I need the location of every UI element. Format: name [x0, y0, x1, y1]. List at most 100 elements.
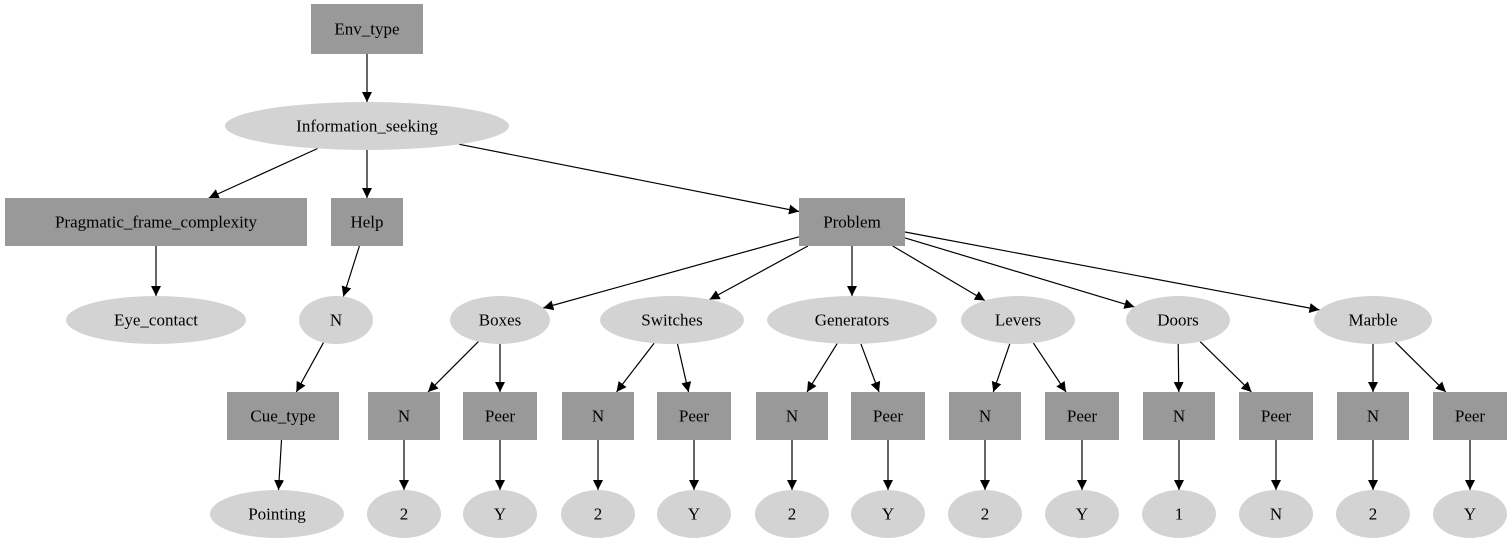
node-ellipse [450, 296, 550, 344]
node-ellipse [210, 490, 344, 538]
edge-switches-to-switches-n [616, 342, 655, 393]
node-label: Env_type [334, 20, 399, 39]
edge-cue-type-to-pointing [274, 439, 285, 491]
node-generators: Generators [767, 296, 937, 344]
node-ellipse [851, 490, 925, 538]
node-ellipse [225, 102, 509, 150]
node-ellipse [961, 296, 1075, 344]
node-label: N [1173, 407, 1185, 426]
node-ellipse [561, 490, 635, 538]
node-generators-n: N [756, 392, 828, 440]
node-box [949, 392, 1021, 440]
node-label: Peer [1261, 407, 1292, 426]
node-boxes-n: N [368, 392, 440, 440]
node-ellipse [755, 490, 829, 538]
node-levers-peer-val: Y [1045, 490, 1119, 538]
edge-generators-to-generators-peer [860, 343, 881, 393]
node-eye-contact: Eye_contact [66, 296, 246, 344]
edge-boxes-to-boxes-n [427, 341, 479, 393]
node-marble-n: N [1337, 392, 1409, 440]
node-help-n: N [299, 296, 373, 344]
node-boxes-n-val: 2 [367, 490, 441, 538]
node-help: Help [331, 198, 403, 246]
node-box [368, 392, 440, 440]
node-generators-n-val: 2 [755, 490, 829, 538]
node-label: Peer [1067, 407, 1098, 426]
edge-problem-to-switches [709, 245, 809, 301]
edge-generators-to-generators-n [806, 343, 838, 393]
edge-levers-to-levers-n [991, 343, 1011, 393]
node-ellipse [1045, 490, 1119, 538]
node-label: Levers [995, 311, 1041, 330]
node-label: 2 [400, 505, 409, 524]
node-box [311, 4, 423, 54]
node-label: Peer [679, 407, 710, 426]
node-marble-peer: Peer [1433, 392, 1507, 440]
node-label: 2 [594, 505, 603, 524]
node-box [5, 198, 307, 246]
node-label: Y [688, 505, 700, 524]
edge-marble-to-marble-peer [1394, 341, 1447, 393]
node-label: Peer [873, 407, 904, 426]
node-label: Y [882, 505, 894, 524]
node-label: Problem [823, 213, 881, 232]
node-switches-n: N [562, 392, 634, 440]
edge-doors-to-doors-peer [1199, 341, 1252, 393]
node-box [799, 198, 905, 246]
edge-help-n-to-cue-type [295, 342, 325, 393]
node-box [1239, 392, 1313, 440]
node-doors: Doors [1126, 296, 1230, 344]
edge-levers-to-levers-peer [1032, 342, 1067, 393]
node-switches-peer-val: Y [657, 490, 731, 538]
node-label: Generators [815, 311, 890, 330]
node-label: Information_seeking [296, 117, 438, 136]
node-label: N [979, 407, 991, 426]
node-box [756, 392, 828, 440]
node-boxes-peer: Peer [463, 392, 537, 440]
edge-help-to-help-n [341, 245, 360, 297]
node-information-seeking: Information_seeking [225, 102, 509, 150]
node-box [463, 392, 537, 440]
node-box [1337, 392, 1409, 440]
node-label: Switches [641, 311, 702, 330]
node-switches-n-val: 2 [561, 490, 635, 538]
node-box [562, 392, 634, 440]
node-generators-peer-val: Y [851, 490, 925, 538]
node-marble-peer-val: Y [1433, 490, 1507, 538]
node-boxes-peer-val: Y [463, 490, 537, 538]
node-levers-n: N [949, 392, 1021, 440]
node-label: Y [494, 505, 506, 524]
node-levers-peer: Peer [1045, 392, 1119, 440]
node-label: Peer [485, 407, 516, 426]
node-label: 2 [788, 505, 797, 524]
node-generators-peer: Peer [851, 392, 925, 440]
node-cue-type: Cue_type [227, 392, 339, 440]
node-label: N [330, 311, 342, 330]
edge-problem-to-boxes [543, 236, 800, 311]
edges-layer [151, 54, 1475, 491]
node-pragmatic-frame-complexity: Pragmatic_frame_complexity [5, 198, 307, 246]
node-ellipse [1239, 490, 1313, 538]
node-ellipse [299, 296, 373, 344]
node-levers-n-val: 2 [948, 490, 1022, 538]
node-box [851, 392, 925, 440]
node-pointing: Pointing [210, 490, 344, 538]
node-ellipse [1142, 490, 1216, 538]
edge-problem-to-levers [892, 245, 986, 302]
node-box [657, 392, 731, 440]
edge-information-seeking-to-problem [459, 143, 800, 215]
node-switches: Switches [600, 296, 744, 344]
node-label: Y [1076, 505, 1088, 524]
node-box [1433, 392, 1507, 440]
node-ellipse [1433, 490, 1507, 538]
node-levers: Levers [961, 296, 1075, 344]
node-label: N [786, 407, 798, 426]
node-box [227, 392, 339, 440]
node-label: N [398, 407, 410, 426]
node-marble-n-val: 2 [1336, 490, 1410, 538]
nodes-layer: Env_typeInformation_seekingPragmatic_fra… [5, 4, 1507, 538]
node-label: N [592, 407, 604, 426]
node-ellipse [600, 296, 744, 344]
node-label: Y [1464, 505, 1476, 524]
